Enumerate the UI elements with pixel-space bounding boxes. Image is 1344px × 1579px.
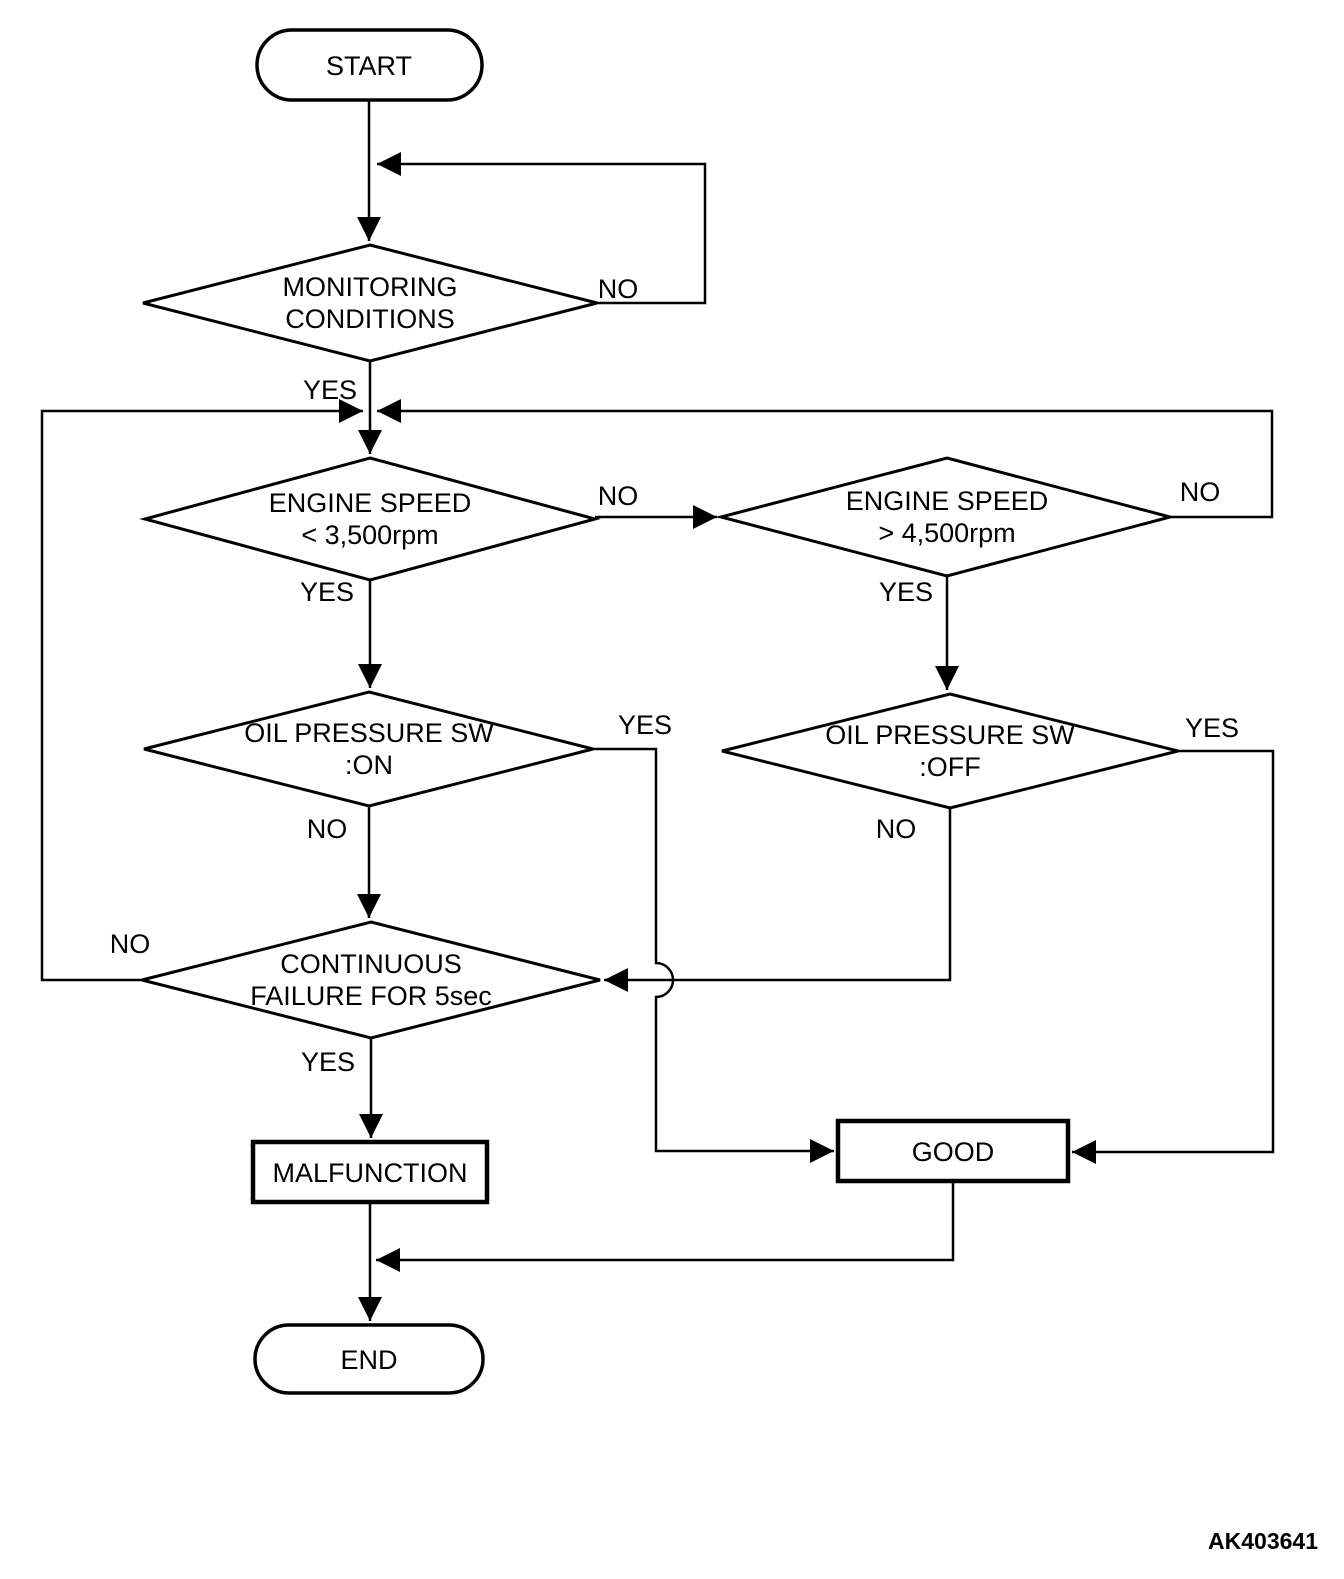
edge-oil-off-yes-to-good xyxy=(1072,749,1275,1164)
oil-on-yes-label: YES xyxy=(618,710,672,740)
engine-speed-low-decision xyxy=(139,456,601,582)
end-node xyxy=(253,1323,485,1395)
monitoring-conditions-label-line1: MONITORING xyxy=(283,272,458,302)
engine-speed-high-label-line1: ENGINE SPEED xyxy=(846,486,1049,516)
oil-pressure-on-label-line1: OIL PRESSURE SW xyxy=(244,718,494,748)
start-node xyxy=(255,28,484,102)
good-node-label: GOOD xyxy=(912,1137,995,1167)
edge-engine-high-no-loop xyxy=(377,399,1274,519)
oil-pressure-on-label-line2: :ON xyxy=(345,750,393,780)
continuous-failure-decision xyxy=(141,920,601,1040)
oil-pressure-off-label-line1: OIL PRESSURE SW xyxy=(825,720,1075,750)
continuous-yes-label: YES xyxy=(301,1047,355,1077)
continuous-no-label: NO xyxy=(110,929,151,959)
engine-low-yes-label: YES xyxy=(300,577,354,607)
oil-off-yes-label: YES xyxy=(1185,713,1239,743)
edge-oil-off-no xyxy=(604,808,952,992)
monitoring-conditions-label-line2: CONDITIONS xyxy=(285,304,455,334)
continuous-failure-label-line1: CONTINUOUS xyxy=(280,949,462,979)
engine-speed-low-label-line1: ENGINE SPEED xyxy=(269,488,472,518)
malfunction-node-label: MALFUNCTION xyxy=(273,1158,468,1188)
oil-on-no-label: NO xyxy=(307,814,348,844)
edge-good-to-end-line xyxy=(376,1181,955,1272)
monitoring-conditions-decision xyxy=(142,243,598,363)
edge-monitoring-no-loop xyxy=(377,152,707,305)
end-node-label: END xyxy=(340,1345,397,1375)
engine-low-no-label: NO xyxy=(598,481,639,511)
engine-speed-high-decision xyxy=(715,456,1176,578)
engine-speed-high-label-line2: > 4,500rpm xyxy=(878,518,1015,548)
edge-continuous-no-loop xyxy=(40,399,363,982)
oil-pressure-off-decision xyxy=(721,692,1179,810)
oil-pressure-on-decision xyxy=(143,690,594,808)
figure-id-label: AK403641 xyxy=(1208,1528,1318,1554)
malfunction-node xyxy=(250,1139,490,1205)
monitoring-no-label: NO xyxy=(598,274,639,304)
engine-high-yes-label: YES xyxy=(879,577,933,607)
oil-pressure-off-label-line2: :OFF xyxy=(919,752,981,782)
good-node xyxy=(835,1118,1071,1184)
engine-speed-low-label-line2: < 3,500rpm xyxy=(301,520,438,550)
monitoring-yes-label: YES xyxy=(303,375,357,405)
engine-high-no-label: NO xyxy=(1180,477,1221,507)
edge-oil-on-yes-to-good xyxy=(593,747,834,1163)
start-node-label: START xyxy=(326,51,412,81)
continuous-failure-label-line2: FAILURE FOR 5sec xyxy=(250,981,492,1011)
oil-off-no-label: NO xyxy=(876,814,917,844)
